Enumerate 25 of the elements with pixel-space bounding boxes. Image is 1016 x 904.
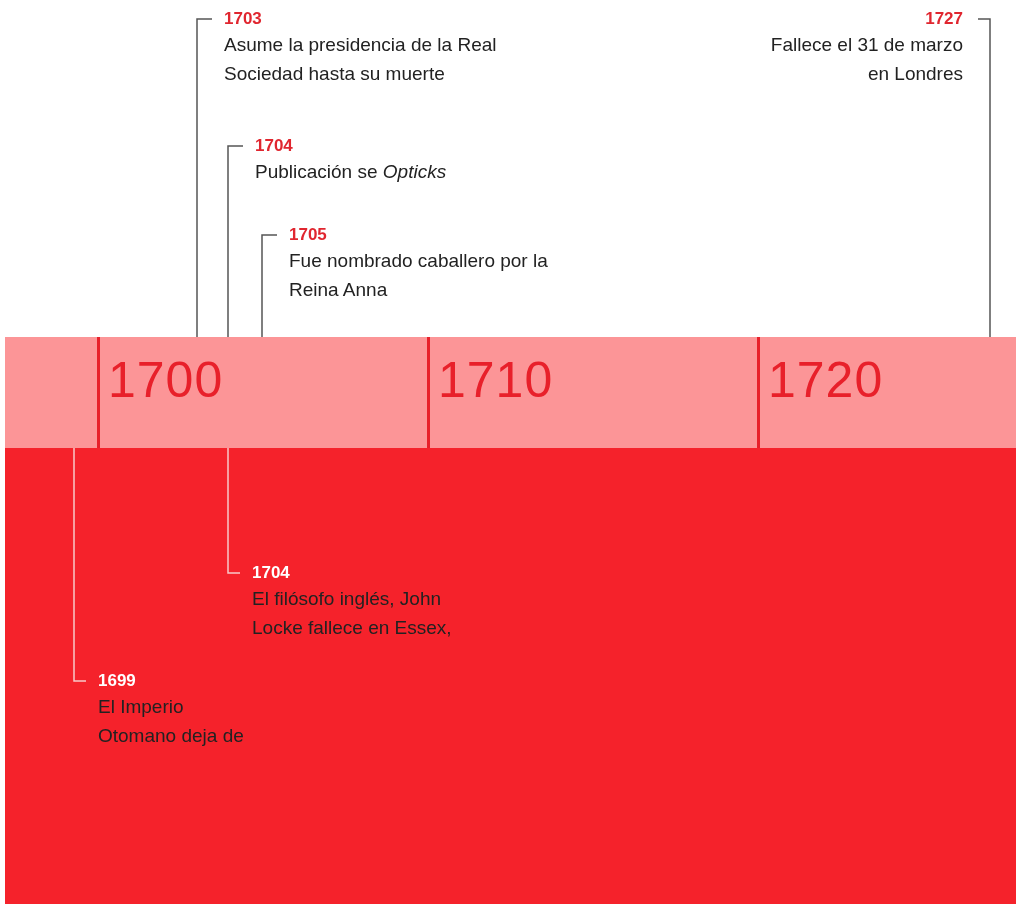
event-description: Fue nombrado caballero por la Reina Anna	[289, 249, 549, 302]
event-description: Asume la presidencia de la Real Sociedad hasta su muerte	[224, 33, 498, 86]
timeline-segment	[97, 337, 427, 448]
leader-line	[261, 234, 278, 338]
event-description: Publicación se Opticks	[255, 160, 448, 184]
year-label: 1705	[289, 224, 328, 246]
year-label: 1704	[255, 135, 294, 157]
timeline-segment	[757, 337, 1016, 448]
timeline-segment	[5, 337, 97, 448]
leader-line	[977, 18, 991, 338]
year-label: 1703	[224, 8, 263, 30]
leader-line	[196, 18, 213, 338]
year-label: 1704	[252, 562, 291, 584]
decade-label: 1700	[108, 355, 224, 405]
leader-line	[227, 447, 241, 574]
leader-line	[73, 447, 87, 682]
decade-label: 1720	[768, 355, 884, 405]
decade-label: 1710	[438, 355, 554, 405]
year-label: 1727	[924, 8, 963, 30]
leader-line	[227, 145, 244, 338]
timeline-segment	[427, 337, 757, 448]
event-description: El filósofo inglés, John Locke fallece en Essex,	[252, 587, 453, 640]
event-description: El Imperio Otomano deja de	[98, 695, 245, 748]
event-description: Fallece el 31 de marzo en Londres	[769, 33, 963, 86]
year-label: 1699	[98, 670, 137, 692]
